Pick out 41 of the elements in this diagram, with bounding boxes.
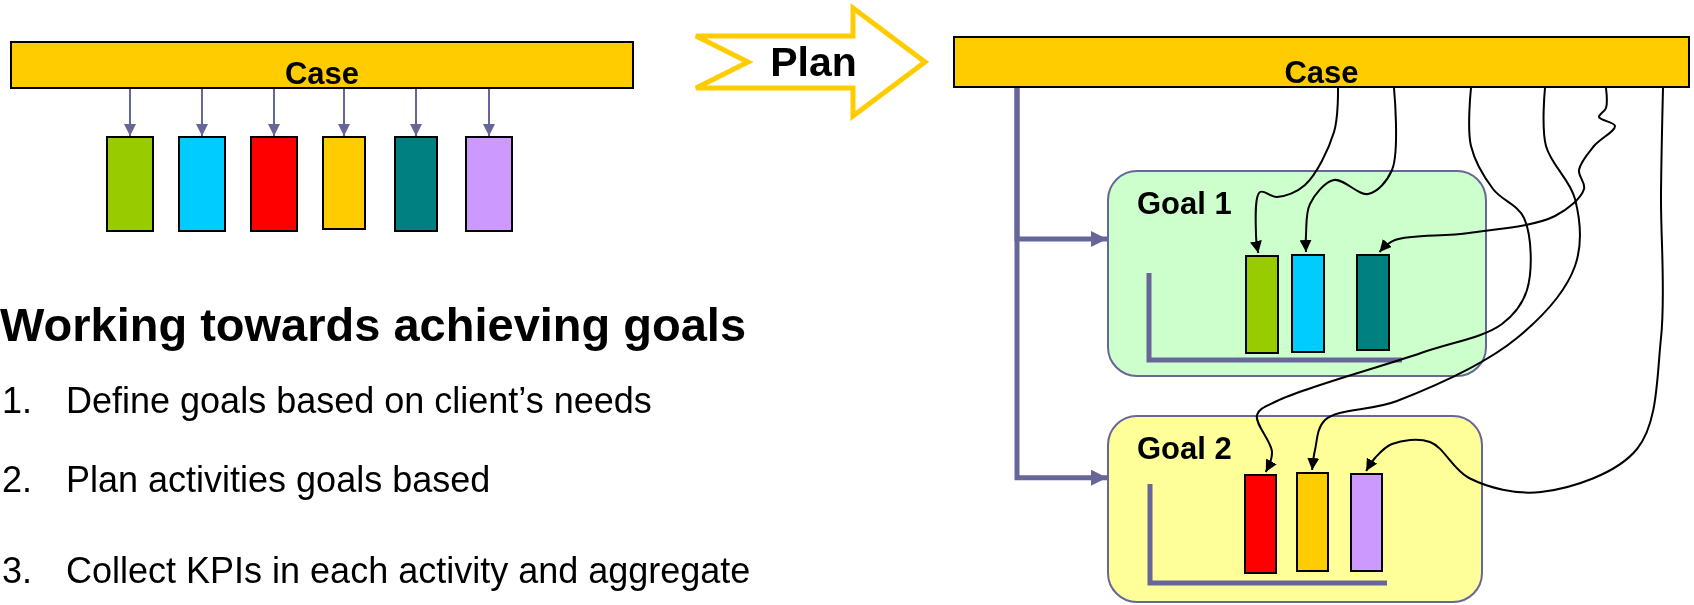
activity-bar (394, 136, 438, 232)
curved-arrow (1307, 87, 1581, 471)
activity-bar (250, 136, 298, 232)
list-item: Collect KPIs in each activity and aggregate (66, 553, 751, 589)
activity-bar (106, 136, 154, 232)
chevron-arrow (693, 3, 930, 121)
case-bar (953, 36, 1690, 88)
list-number: 3. (2, 553, 33, 589)
curved-arrow (1299, 87, 1398, 253)
panel-heading: Goal 2 (1137, 433, 1232, 464)
arrow (124, 88, 136, 137)
list-item: Plan activities goals based (66, 462, 491, 498)
edge-label: Plan (770, 42, 857, 83)
activity-bar (1244, 474, 1277, 574)
activity-bar (1245, 255, 1279, 354)
activity-bar (1291, 254, 1325, 353)
arrow (483, 88, 495, 137)
activity-bar (1356, 254, 1390, 351)
arrow (410, 88, 422, 137)
bar-label: Case (1284, 57, 1359, 88)
activity-bar (1296, 472, 1329, 572)
arrow (196, 88, 208, 137)
list-item: Define goals based on client’s needs (66, 383, 652, 419)
curved-arrow (1255, 87, 1532, 473)
arrow (268, 88, 280, 137)
list-number: 2. (2, 462, 33, 498)
bar-label: Case (284, 58, 360, 89)
list-number: 1. (2, 383, 33, 419)
curved-arrow (1250, 87, 1339, 254)
branch-arrow (1014, 88, 1107, 486)
panel-heading: Goal 1 (1137, 188, 1232, 219)
activity-bar (465, 136, 513, 232)
goal-panel (1107, 170, 1487, 377)
activity-bar (322, 136, 366, 230)
goal-panel (1107, 415, 1483, 603)
activity-bar (1350, 473, 1383, 572)
arrow (338, 88, 350, 137)
curved-arrow (1365, 87, 1665, 494)
case-bar (10, 41, 634, 89)
activity-bar (178, 136, 226, 232)
curved-arrow (1378, 87, 1616, 253)
